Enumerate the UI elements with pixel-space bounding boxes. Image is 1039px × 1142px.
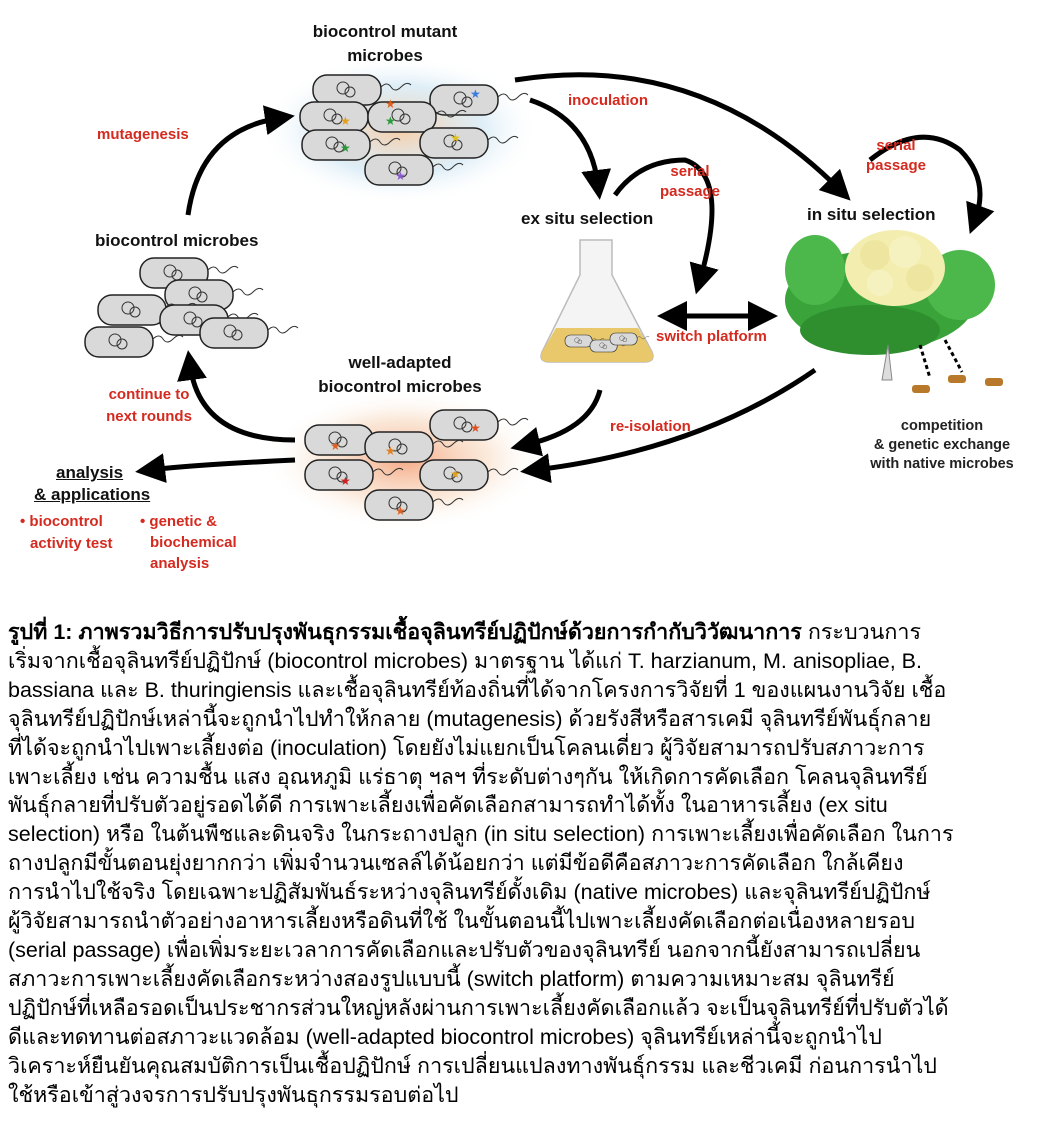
label-line: activity test: [30, 535, 113, 552]
label-line: well-adapted: [348, 353, 452, 372]
caption-title: รูปที่ 1: ภาพรวมวิธีการปรับปรุงพันธุกรรม…: [8, 620, 802, 644]
caption-line: จุลินทรีย์ปฏิปักษ์เหล่านี้จะถูกนำไปทำให้…: [8, 706, 932, 731]
label-line: serial: [876, 137, 916, 154]
competition-label: competition & genetic exchange with nati…: [870, 417, 1013, 474]
mutant-cells: ★ ★ ★ ★ ★ ★ ★: [299, 74, 529, 186]
caption-line: (serial passage) เพื่อเพิ่มระยะเวลาการคั…: [8, 937, 921, 962]
svg-text:★: ★: [385, 114, 396, 128]
inoculation-label: inoculation: [568, 92, 648, 109]
biocontrol-microbes-label: biocontrol microbes: [95, 231, 259, 250]
continue-label: continue to next rounds: [106, 384, 192, 428]
caption-line: ผู้วิจัยสามารถนำตัวอย่างอาหารเลี้ยงหรือด…: [8, 909, 916, 934]
caption-line: วิเคราะห์ยืนยันคุณสมบัติการเป็นเชื้อปฏิป…: [8, 1053, 937, 1078]
label-line: serial: [670, 163, 710, 180]
in-situ-label: in situ selection: [807, 205, 936, 224]
label-line: & genetic exchange: [873, 437, 1011, 453]
label-line: biochemical: [150, 534, 237, 551]
label-line: analysis: [150, 555, 210, 572]
label-line: biocontrol microbes: [318, 377, 482, 396]
caption-text: กระบวนการ: [801, 620, 922, 644]
caption-line: bassiana และ B. thuringiensis และเชื้อจุ…: [8, 677, 947, 702]
svg-text:★: ★: [450, 131, 461, 145]
bullet-genetic-analysis: • genetic & biochemical analysis: [140, 511, 237, 574]
label-line: analysis: [56, 463, 124, 482]
caption-line: การนำไปใช้จริง โดยเฉพาะปฏิสัมพันธ์ระหว่า…: [8, 880, 931, 905]
svg-text:★: ★: [385, 444, 396, 458]
caption-line: ใช้หรือเข้าสู่วงจรการปรับปรุงพันธุกรรมรอ…: [8, 1082, 459, 1107]
caption-line: ที่ได้จะถูกนำไปเพาะเลี้ยงต่อ (inoculatio…: [8, 735, 925, 760]
label-line: next rounds: [106, 408, 192, 425]
evolution-workflow-diagram: ★ ★ ★ ★ ★ ★ ★ ★ ★ ★ ★ ★ ★: [84, 55, 1003, 530]
svg-text:★: ★: [395, 504, 406, 518]
biocontrol-cells: [84, 257, 299, 358]
svg-text:★: ★: [450, 467, 461, 481]
caption-line: ดีและทดทานต่อสภาวะแวดล้อม (well-adapted …: [8, 1024, 882, 1049]
plant-icon: [785, 230, 1003, 393]
mutagenesis-label: mutagenesis: [97, 126, 189, 143]
serial-passage-in-label: serial passage: [866, 136, 926, 176]
label-line: & applications: [34, 485, 151, 504]
cycle-arrows: [135, 72, 995, 484]
well-adapted-label: well-adapted biocontrol microbes: [318, 351, 481, 399]
svg-text:★: ★: [385, 97, 396, 111]
caption-line: รูปที่ 1: ภาพรวมวิธีการปรับปรุงพันธุกรรม…: [8, 618, 1038, 647]
svg-text:★: ★: [340, 474, 351, 488]
figure-caption: รูปที่ 1: ภาพรวมวิธีการปรับปรุงพันธุกรรม…: [8, 618, 1038, 1109]
label-line: • genetic &: [140, 513, 217, 530]
caption-line: ปฏิปักษ์ที่เหลือรอดเป็นประชากรส่วนใหญ่หล…: [8, 995, 949, 1020]
label-line: passage: [659, 183, 721, 200]
svg-text:★: ★: [470, 87, 481, 101]
label-line: • biocontrol: [20, 513, 103, 530]
svg-text:★: ★: [340, 141, 351, 155]
flask-icon: [540, 239, 654, 363]
mutant-title: biocontrol mutant microbes: [313, 20, 457, 68]
switch-platform-label: switch platform: [656, 328, 767, 345]
svg-text:★: ★: [330, 439, 341, 453]
caption-line: สภาวะการเพาะเลี้ยงคัดเลือกระหว่างสองรูปแ…: [8, 966, 895, 991]
mutant-title-line: microbes: [347, 46, 423, 65]
caption-line: เพาะเลี้ยง เช่น ความชื้น แสง อุณหภูมิ แร…: [8, 764, 928, 789]
adapted-cells: ★ ★ ★ ★ ★ ★: [304, 409, 529, 521]
caption-line: ถางปลูกมีขั้นตอนยุ่งยากกว่า เพิ่มจำนวนเซ…: [8, 851, 904, 876]
mutant-title-line: biocontrol mutant: [312, 22, 458, 41]
svg-text:★: ★: [395, 169, 406, 183]
label-line: continue to: [108, 386, 190, 403]
caption-line: เริ่มจากเชื้อจุลินทรีย์ปฏิปักษ์ (biocont…: [8, 648, 922, 673]
serial-passage-ex-label: serial passage: [660, 162, 720, 202]
label-line: passage: [865, 157, 927, 174]
svg-text:★: ★: [470, 421, 481, 435]
ex-situ-label: ex situ selection: [521, 209, 654, 228]
label-line: with native microbes: [870, 456, 1014, 472]
bullet-biocontrol-activity: • biocontrol activity test: [20, 511, 113, 555]
svg-text:★: ★: [340, 114, 351, 128]
label-line: competition: [900, 418, 984, 434]
analysis-heading: analysis & applications: [34, 462, 150, 506]
reisolation-label: re-isolation: [610, 418, 691, 435]
caption-line: selection) หรือ ในต้นพืชและดินจริง ในกระ…: [8, 822, 954, 847]
caption-line: พันธุ์กลายที่ปรับตัวอยู่รอดได้ดี การเพาะ…: [8, 793, 888, 818]
